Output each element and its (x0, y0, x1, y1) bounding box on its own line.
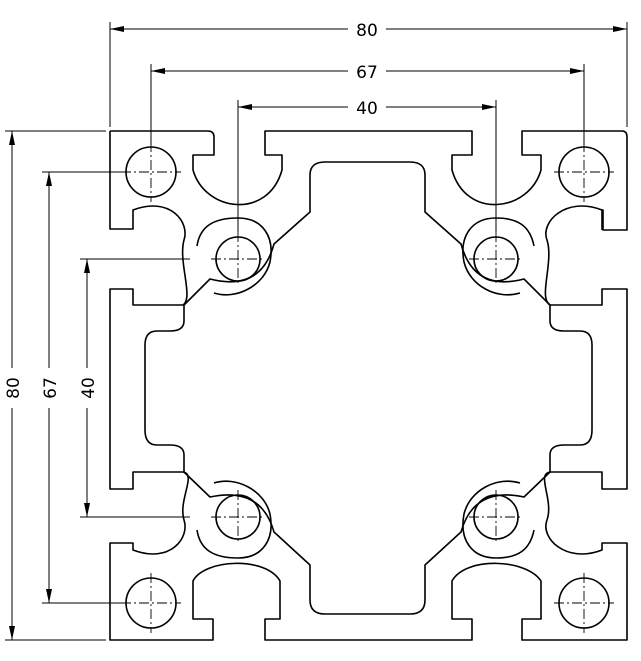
hole-outer-bottom-right (558, 577, 610, 629)
hole-outer-bottom-left (125, 577, 177, 629)
central-cavity (144, 161, 593, 615)
hole-outer-top-left (125, 146, 177, 198)
boss-top-right (462, 217, 535, 296)
profile-frame (109, 131, 628, 641)
dim-left-overall: 80 (4, 377, 24, 399)
boss-bottom-right (462, 480, 535, 559)
dim-top-overall: 80 (356, 21, 378, 41)
dimension-lines (9, 26, 627, 640)
dim-top-inner: 40 (356, 99, 378, 119)
dim-left-inner: 40 (79, 377, 99, 399)
dim-left-mid: 67 (41, 377, 61, 399)
boss-top-left (196, 217, 272, 296)
corner-lug-top-left (110, 130, 628, 231)
extension-lines (5, 22, 628, 641)
dimension-labels: 80 67 40 80 67 40 (4, 21, 378, 399)
centerlines (121, 142, 614, 633)
boss-bottom-left (196, 480, 272, 559)
dim-top-mid: 67 (356, 63, 378, 83)
profile-outline (109, 130, 628, 641)
hole-outer-top-right (558, 146, 610, 198)
holes (125, 146, 610, 629)
